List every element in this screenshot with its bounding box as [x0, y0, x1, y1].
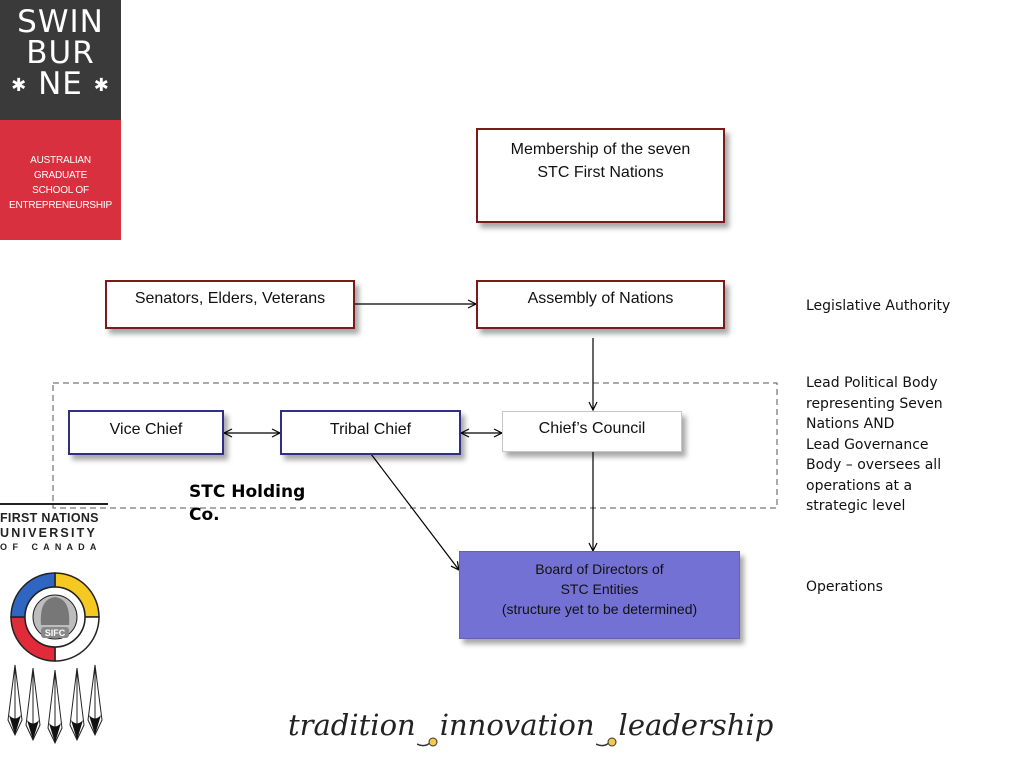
label-political-line: Lead Political Body — [806, 375, 938, 391]
motto-separator-icon — [595, 721, 618, 747]
arrow-tribal-board — [370, 453, 459, 570]
swinburne-subtitle-line: AUSTRALIAN — [30, 155, 91, 166]
label-political-line: strategic level — [806, 498, 906, 514]
swinburne-logo-line-3: ✱ NE ✱ — [11, 66, 110, 102]
node-board: Board of Directors of STC Entities (stru… — [459, 551, 740, 639]
node-board-line: STC Entities — [560, 581, 639, 597]
label-political-line: operations at a — [806, 477, 913, 494]
swinburne-logo-line-2: BUR — [26, 35, 95, 71]
node-board-line: Board of Directors of — [535, 561, 664, 577]
node-board-line: (structure yet to be determined) — [501, 601, 698, 617]
label-political-line: Body – oversees all — [806, 457, 942, 473]
swinburne-subtitle-line: SCHOOL OF — [32, 185, 89, 196]
fnuc-logo: FIRST NATIONS UNIVERSITY O F C A N A D A — [0, 503, 112, 554]
motto-word-innovation: innovation — [439, 708, 595, 742]
motto-separator-icon — [416, 721, 439, 747]
label-political: Lead Political Body representing Seven N… — [806, 373, 943, 517]
label-political-line: Nations AND — [806, 416, 895, 432]
label-operations: Operations — [806, 579, 883, 595]
stc-holding-label: STC Holding Co. — [189, 481, 305, 527]
stc-holding-group-border — [52, 382, 778, 509]
fnuc-seal: SIFC — [7, 572, 103, 745]
node-chiefs-council: Chief’s Council — [502, 411, 682, 452]
swinburne-subtitle: AUSTRALIAN GRADUATE SCHOOL OF ENTREPRENE… — [0, 120, 121, 240]
label-political-line: Lead Governance — [806, 436, 929, 453]
label-political-line: representing Seven — [806, 395, 943, 412]
footer-motto: tradition innovation leadership — [288, 708, 773, 747]
node-membership-line: STC First Nations — [537, 164, 664, 181]
stc-holding-label-line: Co. — [189, 505, 220, 525]
node-assembly: Assembly of Nations — [476, 280, 725, 329]
fnuc-seal-text: SIFC — [45, 628, 66, 638]
node-senators: Senators, Elders, Veterans — [105, 280, 355, 329]
motto-word-leadership: leadership — [618, 708, 774, 742]
swinburne-logo: SWIN BUR ✱ NE ✱ — [0, 0, 121, 120]
swinburne-subtitle-line: GRADUATE — [33, 170, 88, 181]
node-tribal-chief: Tribal Chief — [280, 410, 461, 455]
fnuc-logo-line: UNIVERSITY — [0, 526, 98, 540]
motto-word-tradition: tradition — [288, 708, 416, 742]
node-membership-line: Membership of the seven — [510, 141, 691, 158]
swinburne-logo-line-1: SWIN — [17, 4, 104, 40]
fnuc-logo-line: FIRST NATIONS — [0, 511, 99, 525]
node-membership: Membership of the seven STC First Nation… — [476, 128, 725, 223]
node-vice-chief: Vice Chief — [68, 410, 224, 455]
stc-holding-label-line: STC Holding — [189, 482, 306, 502]
swinburne-subtitle-line: ENTREPRENEURSHIP — [9, 200, 112, 211]
fnuc-logo-line: O F C A N A D A — [0, 542, 98, 552]
label-legislative: Legislative Authority — [806, 298, 951, 314]
